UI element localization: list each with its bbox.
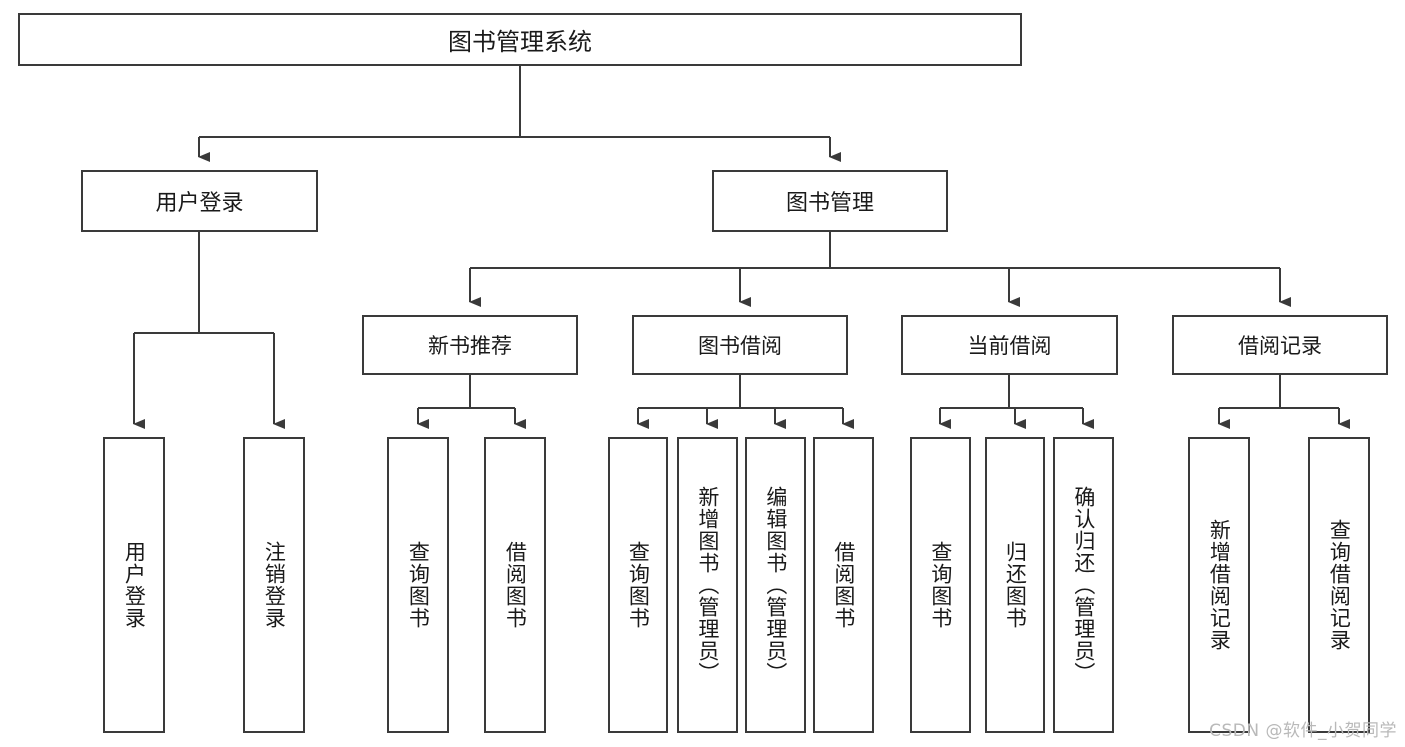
node-label-leaf-query-book-1: 查询图书 — [406, 541, 431, 629]
node-leaf-edit-book[interactable]: 编辑图书（管理员） — [745, 437, 806, 733]
node-book-borrow[interactable]: 图书借阅 — [632, 315, 848, 375]
node-label-borrow-record: 借阅记录 — [1238, 334, 1322, 358]
node-label-new-book-rec: 新书推荐 — [428, 334, 512, 358]
node-leaf-add-record[interactable]: 新增借阅记录 — [1188, 437, 1250, 733]
node-label-leaf-user-login: 用户登录 — [122, 541, 147, 629]
node-label-leaf-edit-book: 编辑图书（管理员） — [763, 486, 788, 684]
node-leaf-user-logout[interactable]: 注销登录 — [243, 437, 305, 733]
node-user-login[interactable]: 用户登录 — [81, 170, 318, 232]
node-label-leaf-query-book-2: 查询图书 — [626, 541, 651, 629]
node-leaf-query-book-3[interactable]: 查询图书 — [910, 437, 971, 733]
node-leaf-query-book-1[interactable]: 查询图书 — [387, 437, 449, 733]
node-label-user-login: 用户登录 — [155, 191, 244, 216]
node-leaf-borrow-book-2[interactable]: 借阅图书 — [813, 437, 874, 733]
node-leaf-borrow-book-1[interactable]: 借阅图书 — [484, 437, 546, 733]
node-leaf-query-book-2[interactable]: 查询图书 — [608, 437, 668, 733]
node-label-leaf-borrow-book-1: 借阅图书 — [503, 541, 528, 629]
node-label-book-manage: 图书管理 — [785, 191, 874, 216]
node-label-leaf-query-book-3: 查询图书 — [928, 541, 953, 629]
node-label-current-borrow: 当前借阅 — [967, 334, 1052, 358]
node-label-leaf-return-book: 归还图书 — [1003, 541, 1028, 629]
node-root[interactable]: 图书管理系统 — [18, 13, 1022, 66]
node-label-leaf-user-logout: 注销登录 — [262, 541, 287, 629]
connector-paths — [133, 66, 1350, 429]
node-leaf-confirm-return[interactable]: 确认归还（管理员） — [1053, 437, 1114, 733]
node-current-borrow[interactable]: 当前借阅 — [901, 315, 1118, 375]
node-label-leaf-add-record: 新增借阅记录 — [1207, 519, 1232, 651]
watermark: CSDN @软件_小贺同学 — [1209, 721, 1397, 741]
node-borrow-record[interactable]: 借阅记录 — [1172, 315, 1388, 375]
node-leaf-add-book[interactable]: 新增图书（管理员） — [677, 437, 738, 733]
node-book-manage[interactable]: 图书管理 — [712, 170, 948, 232]
node-label-root: 图书管理系统 — [448, 28, 592, 56]
node-label-leaf-query-record: 查询借阅记录 — [1327, 519, 1352, 651]
node-label-leaf-confirm-return: 确认归还（管理员） — [1071, 486, 1096, 684]
node-new-book-rec[interactable]: 新书推荐 — [362, 315, 578, 375]
node-label-leaf-borrow-book-2: 借阅图书 — [831, 541, 856, 629]
node-leaf-user-login[interactable]: 用户登录 — [103, 437, 165, 733]
node-leaf-return-book[interactable]: 归还图书 — [985, 437, 1045, 733]
node-label-leaf-add-book: 新增图书（管理员） — [695, 486, 720, 684]
node-leaf-query-record[interactable]: 查询借阅记录 — [1308, 437, 1370, 733]
node-label-book-borrow: 图书借阅 — [698, 334, 782, 358]
